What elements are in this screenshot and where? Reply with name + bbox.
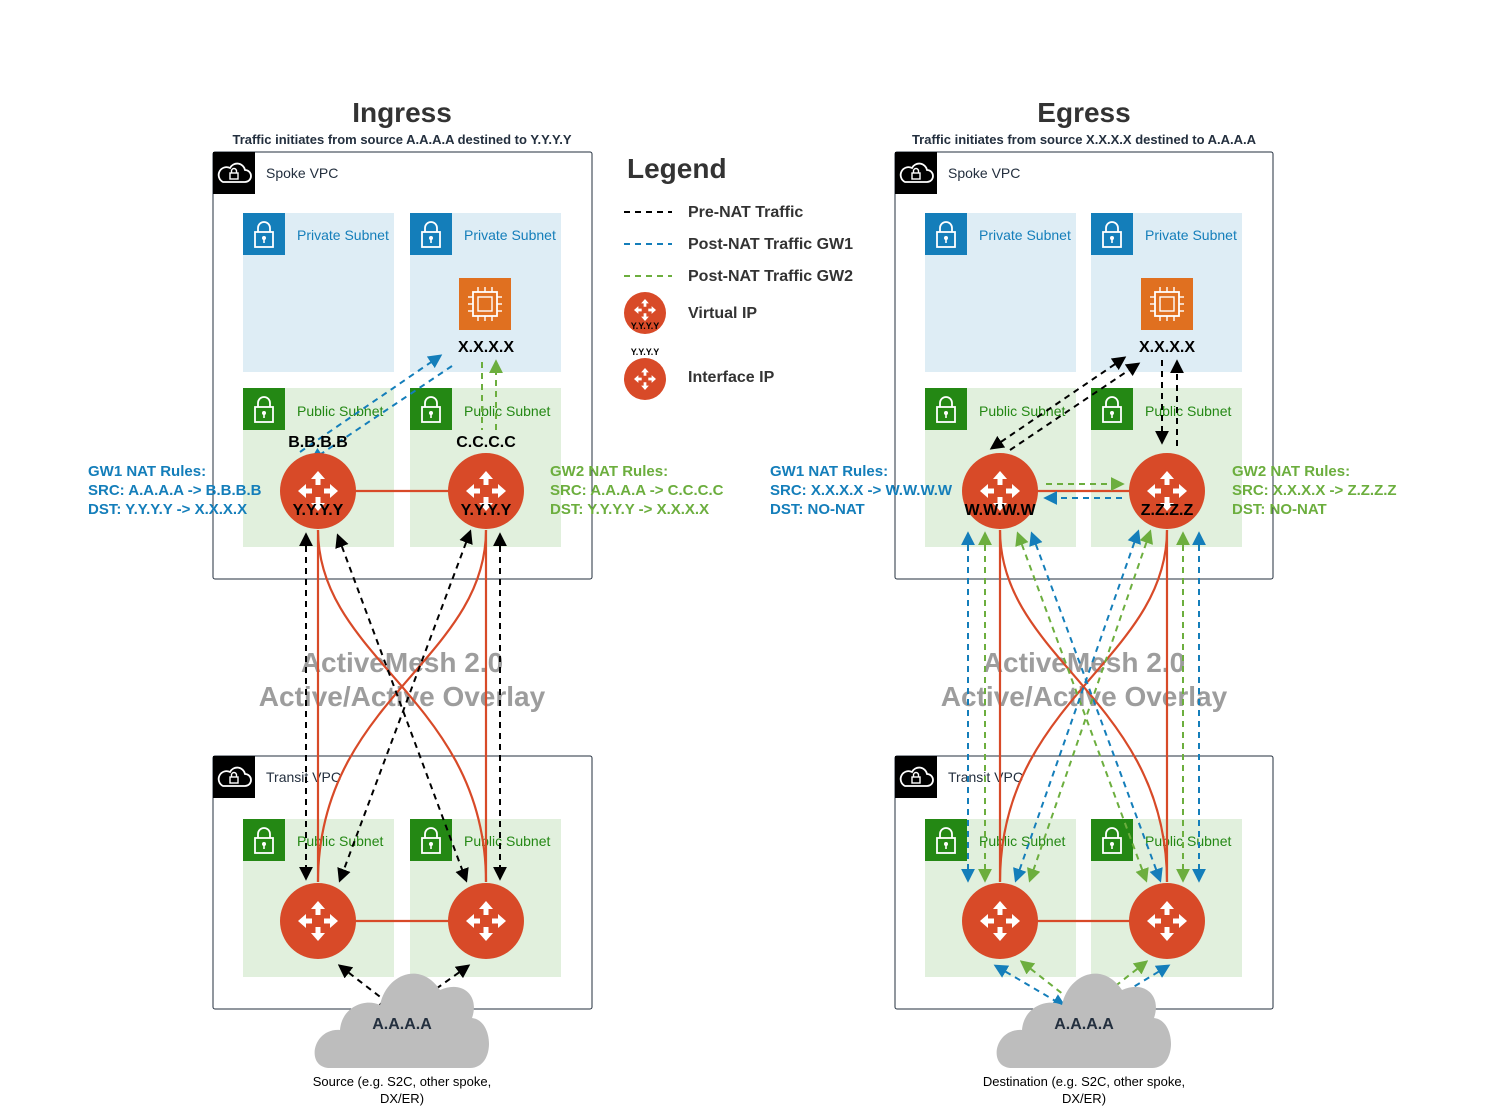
- egress-transit-router-2: [1129, 883, 1205, 959]
- ingress-gw2-router: [448, 453, 524, 529]
- legend-post-nat-gw1-label: Post-NAT Traffic GW1: [688, 236, 853, 253]
- legend-virtual-ip-icon: [624, 292, 666, 334]
- ingress-instance-ip: X.X.X.X: [458, 339, 514, 356]
- public-subnet-lock-icon: [1090, 387, 1134, 431]
- egress-gw2-router: [1129, 453, 1205, 529]
- ingress-transit-router-1: [280, 883, 356, 959]
- ingress-spoke-vpc-label: Spoke VPC: [266, 165, 338, 181]
- nat-rule-dst: DST: Y.Y.Y.Y -> X.X.X.X: [88, 501, 247, 518]
- ingress-transit-public-subnet-2-label: Public Subnet: [464, 833, 551, 849]
- vpc-cloud-icon: [212, 151, 256, 195]
- nat-rule-src: SRC: X.X.X.X -> Z.Z.Z.Z: [1232, 482, 1397, 499]
- legend-interface-ip-sample: Y.Y.Y.Y: [631, 347, 660, 357]
- egress-private-subnet-1-label: Private Subnet: [979, 227, 1071, 243]
- ingress-cloud-label: A.A.A.A: [372, 1016, 432, 1033]
- legend-pre-nat-label: Pre-NAT Traffic: [688, 204, 803, 221]
- ingress-gw2-nat-rules: GW2 NAT Rules: SRC: A.A.A.A -> C.C.C.C D…: [550, 463, 724, 518]
- private-subnet-lock-icon: [242, 212, 286, 256]
- ingress-public-subnet-1-label: Public Subnet: [297, 403, 384, 419]
- legend: Legend Pre-NAT Traffic Post-NAT Traffic …: [624, 153, 853, 400]
- egress-gw1-virtual-ip: W.W.W.W: [964, 502, 1036, 519]
- nat-rule-src: SRC: X.X.X.X -> W.W.W.W: [770, 482, 953, 499]
- private-subnet-lock-icon: [409, 212, 453, 256]
- nat-rule-src: SRC: A.A.A.A -> C.C.C.C: [550, 482, 724, 499]
- vpc-cloud-icon: [894, 151, 938, 195]
- egress-spoke-vpc-label: Spoke VPC: [948, 165, 1020, 181]
- egress-gw1-nat-rules: GW1 NAT Rules: SRC: X.X.X.X -> W.W.W.W D…: [770, 463, 953, 518]
- ingress-activemesh-label: ActiveMesh 2.0: [301, 647, 503, 678]
- pre-nat-traffic-line: [1009, 362, 1141, 451]
- public-subnet-lock-icon: [242, 387, 286, 431]
- ingress-gw1-virtual-ip: Y.Y.Y.Y: [293, 502, 344, 519]
- egress-gw2-virtual-ip: Z.Z.Z.Z: [1141, 502, 1194, 519]
- ingress-panel: Ingress Traffic initiates from source A.…: [88, 97, 724, 1106]
- ingress-subtitle: Traffic initiates from source A.A.A.A de…: [232, 132, 571, 147]
- nat-rule-dst: DST: Y.Y.Y.Y -> X.X.X.X: [550, 501, 709, 518]
- nat-rules-heading: GW2 NAT Rules:: [1232, 463, 1350, 480]
- egress-private-subnet-2-label: Private Subnet: [1145, 227, 1237, 243]
- ec2-instance-icon: [1140, 277, 1194, 331]
- pre-nat-traffic-line: [989, 356, 1127, 450]
- ingress-private-subnet-2-label: Private Subnet: [464, 227, 556, 243]
- ingress-public-subnet-2-label: Public Subnet: [464, 403, 551, 419]
- nat-rules-heading: GW1 NAT Rules:: [770, 463, 888, 480]
- egress-transit-public-subnet-1-label: Public Subnet: [979, 833, 1066, 849]
- ingress-title: Ingress: [352, 97, 452, 128]
- public-subnet-lock-icon: [409, 387, 453, 431]
- vpc-cloud-icon: [894, 755, 938, 799]
- ingress-gw2-virtual-ip: Y.Y.Y.Y: [461, 502, 512, 519]
- egress-cloud-label: A.A.A.A: [1054, 1016, 1114, 1033]
- private-subnet-lock-icon: [924, 212, 968, 256]
- ingress-caption-line2: DX/ER): [380, 1091, 424, 1106]
- legend-post-nat-gw2-label: Post-NAT Traffic GW2: [688, 268, 853, 285]
- post-nat-gw1-traffic-line: [993, 964, 1067, 1008]
- ingress-transit-vpc-label: Transit VPC: [266, 769, 341, 785]
- legend-interface-ip-label: Interface IP: [688, 369, 775, 386]
- legend-title: Legend: [627, 153, 727, 184]
- ingress-gw1-nat-rules: GW1 NAT Rules: SRC: A.A.A.A -> B.B.B.B D…: [88, 463, 262, 518]
- egress-transit-router-1: [962, 883, 1038, 959]
- post-nat-gw1-traffic-line: [1099, 964, 1171, 1008]
- egress-traffic: [961, 356, 1206, 1008]
- legend-interface-ip-icon: [624, 358, 666, 400]
- nat-rules-heading: GW2 NAT Rules:: [550, 463, 668, 480]
- public-subnet-lock-icon: [924, 387, 968, 431]
- pre-nat-traffic-line: [337, 529, 473, 883]
- legend-virtual-ip-sample: Y.Y.Y.Y: [631, 321, 660, 331]
- vpc-cloud-icon: [212, 755, 256, 799]
- egress-public-subnet-1-label: Public Subnet: [979, 403, 1066, 419]
- egress-destination-cloud: [996, 973, 1171, 1068]
- egress-panel: Egress Traffic initiates from source X.X…: [770, 97, 1397, 1106]
- ingress-caption-line1: Source (e.g. S2C, other spoke,: [313, 1074, 491, 1089]
- egress-public-subnet-2-label: Public Subnet: [1145, 403, 1232, 419]
- egress-caption-line2: DX/ER): [1062, 1091, 1106, 1106]
- egress-instance-ip: X.X.X.X: [1139, 339, 1195, 356]
- nat-rule-dst: DST: NO-NAT: [770, 501, 865, 518]
- ingress-source-cloud: [314, 973, 489, 1068]
- nat-rule-src: SRC: A.A.A.A -> B.B.B.B: [88, 482, 262, 499]
- ingress-gw1-interface-ip: B.B.B.B: [288, 434, 348, 451]
- egress-gw1-router: [962, 453, 1038, 529]
- ingress-gw1-router: [280, 453, 356, 529]
- egress-title: Egress: [1037, 97, 1130, 128]
- ingress-gw2-interface-ip: C.C.C.C: [456, 434, 516, 451]
- egress-caption-line1: Destination (e.g. S2C, other spoke,: [983, 1074, 1185, 1089]
- egress-gw2-nat-rules: GW2 NAT Rules: SRC: X.X.X.X -> Z.Z.Z.Z D…: [1232, 463, 1397, 518]
- ec2-instance-icon: [458, 277, 512, 331]
- ingress-private-subnet-1-label: Private Subnet: [297, 227, 389, 243]
- public-subnet-lock-icon: [242, 818, 286, 862]
- ingress-transit-router-2: [448, 883, 524, 959]
- nat-rule-dst: DST: NO-NAT: [1232, 501, 1327, 518]
- nat-rules-heading: GW1 NAT Rules:: [88, 463, 206, 480]
- egress-subtitle: Traffic initiates from source X.X.X.X de…: [912, 132, 1257, 147]
- private-subnet-lock-icon: [1090, 212, 1134, 256]
- ingress-transit-public-subnet-1-label: Public Subnet: [297, 833, 384, 849]
- egress-transit-public-subnet-2-label: Public Subnet: [1145, 833, 1232, 849]
- legend-virtual-ip-label: Virtual IP: [688, 305, 757, 322]
- public-subnet-lock-icon: [924, 818, 968, 862]
